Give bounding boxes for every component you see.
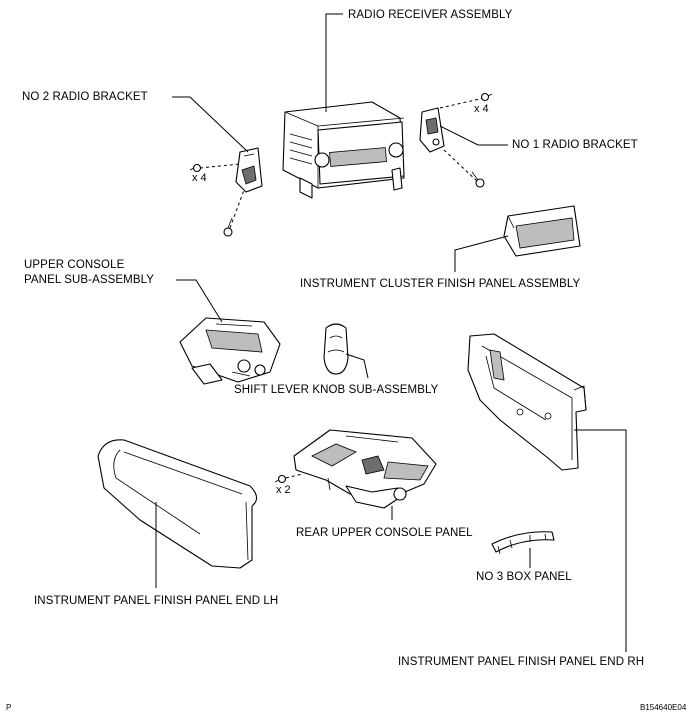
qty-screws-console: x 2 bbox=[276, 484, 291, 496]
screw-icon bbox=[274, 474, 287, 484]
leader-shift-knob bbox=[345, 353, 369, 379]
no1-radio-bracket bbox=[419, 107, 445, 153]
screw-icon bbox=[480, 92, 493, 102]
leader-no2-bracket bbox=[172, 96, 249, 153]
no3-box-panel bbox=[491, 531, 555, 555]
upper-console-panel bbox=[179, 317, 281, 385]
screw-icon bbox=[223, 217, 233, 237]
figure-code: B154640E04 bbox=[640, 703, 687, 712]
label-shift-lever-knob: SHIFT LEVER KNOB SUB-ASSEMBLY bbox=[234, 384, 439, 396]
qty-screws-left: x 4 bbox=[192, 172, 207, 184]
label-radio-receiver: RADIO RECEIVER ASSEMBLY bbox=[348, 9, 513, 21]
corner-mark-left: P bbox=[6, 703, 12, 712]
no2-radio-bracket bbox=[235, 147, 263, 193]
leader-upper-console bbox=[176, 279, 223, 323]
shift-lever-knob bbox=[323, 323, 349, 375]
instrument-cluster-finish-panel bbox=[503, 205, 581, 257]
label-rear-upper-console: REAR UPPER CONSOLE PANEL bbox=[296, 527, 473, 539]
screw-icon bbox=[189, 163, 202, 173]
screw-icon bbox=[471, 171, 485, 188]
rear-upper-console-panel bbox=[293, 429, 437, 509]
label-cluster-finish-panel: INSTRUMENT CLUSTER FINISH PANEL ASSEMBLY bbox=[300, 278, 581, 290]
label-panel-end-lh: INSTRUMENT PANEL FINISH PANEL END LH bbox=[34, 595, 279, 607]
radio-receiver-assembly bbox=[282, 101, 405, 199]
leader-cluster-finish bbox=[454, 235, 509, 272]
panel-end-rh bbox=[467, 333, 587, 471]
label-no3-box-panel: NO 3 BOX PANEL bbox=[476, 571, 572, 583]
leader-radio-receiver bbox=[325, 13, 343, 112]
leader-no1-bracket bbox=[439, 125, 508, 146]
leader-panel-end-rh bbox=[574, 429, 627, 652]
label-no2-radio-bracket: NO 2 RADIO BRACKET bbox=[22, 91, 148, 103]
label-panel-end-rh: INSTRUMENT PANEL FINISH PANEL END RH bbox=[398, 656, 645, 668]
label-upper-console-line2: PANEL SUB-ASSEMBLY bbox=[24, 274, 155, 286]
qty-screws-right: x 4 bbox=[474, 103, 489, 115]
label-upper-console-line1: UPPER CONSOLE bbox=[24, 259, 125, 271]
label-no1-radio-bracket: NO 1 RADIO BRACKET bbox=[512, 139, 638, 151]
panel-end-lh bbox=[97, 439, 258, 569]
